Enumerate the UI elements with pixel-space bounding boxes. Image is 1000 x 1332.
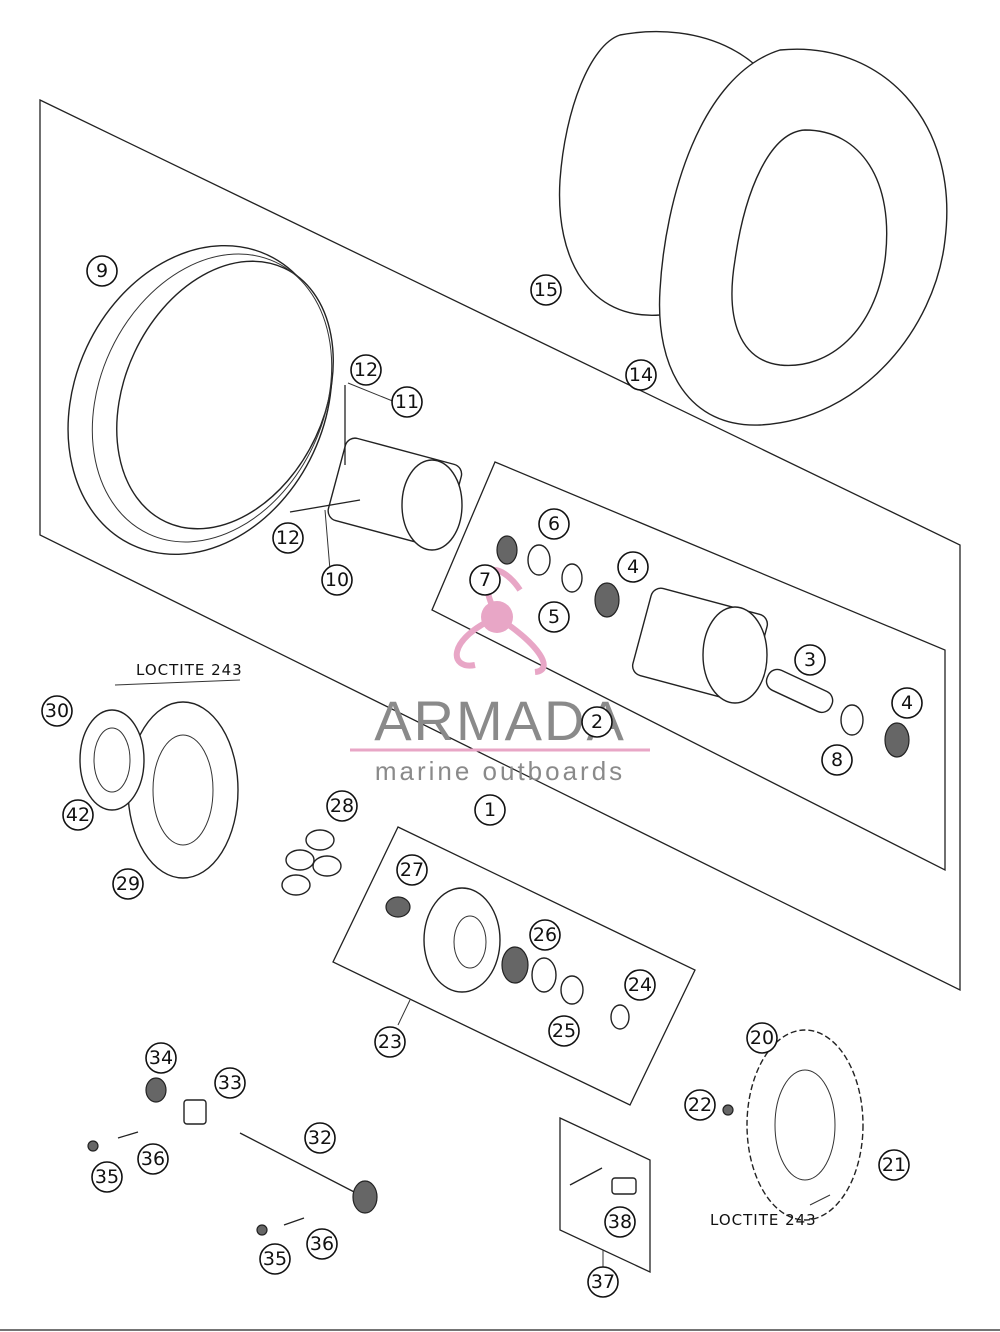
callout-label: 22 <box>688 1094 712 1116</box>
callout-label: 21 <box>882 1154 906 1176</box>
callout-label: 36 <box>310 1233 334 1255</box>
callout: 28 <box>326 790 358 822</box>
callout-label: 12 <box>354 359 378 381</box>
callout: 10 <box>321 564 353 596</box>
callout: 25 <box>548 1015 580 1047</box>
callout: 11 <box>391 386 423 418</box>
callout: 27 <box>396 854 428 886</box>
callout-label: 26 <box>533 924 557 946</box>
callout-label: 35 <box>263 1248 287 1270</box>
assembly-panel-carrier <box>332 826 696 1106</box>
callout-label: 35 <box>95 1166 119 1188</box>
callout: 15 <box>530 274 562 306</box>
callout: 36 <box>306 1228 338 1260</box>
rear-sprocket <box>746 1029 864 1221</box>
callout-label: 32 <box>308 1127 332 1149</box>
callout: 1 <box>474 794 506 826</box>
callout-label: 25 <box>552 1020 576 1042</box>
assembly-panel-hub <box>431 461 946 872</box>
callout: 22 <box>684 1089 716 1121</box>
callout: 4 <box>891 687 923 719</box>
callout: 33 <box>214 1067 246 1099</box>
hub-assembly-small <box>289 385 463 551</box>
callout: 4 <box>617 551 649 583</box>
callout: 8 <box>821 744 853 776</box>
watermark-tagline: marine outboards <box>375 756 625 786</box>
callout-label: 27 <box>400 859 424 881</box>
callout: 21 <box>878 1149 910 1181</box>
callout: 3 <box>794 644 826 676</box>
callout-label: 42 <box>66 804 90 826</box>
rim <box>67 244 334 556</box>
callout-label: 36 <box>141 1148 165 1170</box>
callout: 36 <box>137 1143 169 1175</box>
axle-and-hardware <box>87 1077 734 1236</box>
callout-label: 10 <box>325 569 349 591</box>
callout-label: 1 <box>484 799 496 821</box>
callout: 34 <box>145 1042 177 1074</box>
callout-label: 4 <box>901 692 913 714</box>
chain-link <box>569 1167 637 1195</box>
callout-label: 28 <box>330 795 354 817</box>
damper-rubbers <box>281 829 342 896</box>
propeller-logo <box>453 567 547 675</box>
callout-label: 24 <box>628 974 652 996</box>
callout: 35 <box>91 1161 123 1193</box>
callout: 9 <box>86 255 118 287</box>
callout: 12 <box>350 354 382 386</box>
callout: 32 <box>304 1122 336 1154</box>
callout-label: 29 <box>116 873 140 895</box>
callout-label: 37 <box>591 1271 615 1293</box>
callout: 24 <box>624 969 656 1001</box>
note-loctite-disc: LOCTITE 243 <box>136 661 243 679</box>
callout-label: 38 <box>608 1211 632 1233</box>
callout-label: 34 <box>149 1047 173 1069</box>
callout-label: 23 <box>378 1031 402 1053</box>
callout-label: 3 <box>804 649 816 671</box>
callout: 20 <box>746 1022 778 1054</box>
callout: 30 <box>41 695 73 727</box>
callout-label: 15 <box>534 279 558 301</box>
callout: 42 <box>62 799 94 831</box>
callout-label: 8 <box>831 749 843 771</box>
callout: 12 <box>272 522 304 554</box>
callout: 38 <box>604 1206 636 1238</box>
callout-label: 4 <box>627 556 639 578</box>
hub-main <box>631 587 834 714</box>
callout-label: 33 <box>218 1072 242 1094</box>
assembly-panel-wheel <box>39 98 961 992</box>
callout-label: 6 <box>548 513 560 535</box>
callout-label: 7 <box>479 569 491 591</box>
callout: 37 <box>587 1266 619 1298</box>
callout: 2 <box>581 706 613 738</box>
hub-bearings <box>496 535 910 758</box>
callout-label: 2 <box>591 711 603 733</box>
callout-label: 20 <box>750 1027 774 1049</box>
callout: 14 <box>625 359 657 391</box>
callout: 6 <box>538 508 570 540</box>
assembly-panel-chain <box>559 1116 651 1274</box>
callout: 35 <box>259 1243 291 1275</box>
callout: 29 <box>112 868 144 900</box>
callout-label: 5 <box>548 606 560 628</box>
leader-lines <box>114 382 831 1270</box>
tire-and-tube <box>558 30 948 426</box>
callout-label: 30 <box>45 700 69 722</box>
note-loctite-sprocket: LOCTITE 243 <box>710 1211 817 1229</box>
callout-label: 9 <box>96 260 108 282</box>
callout: 26 <box>529 919 561 951</box>
callout: 23 <box>374 1026 406 1058</box>
sprocket-carrier <box>385 887 630 1030</box>
callout-label: 11 <box>395 391 419 413</box>
callout: 7 <box>469 564 501 596</box>
brake-disc <box>79 701 239 879</box>
callout-label: 14 <box>629 364 653 386</box>
callout-label: 12 <box>276 527 300 549</box>
callout: 5 <box>538 601 570 633</box>
